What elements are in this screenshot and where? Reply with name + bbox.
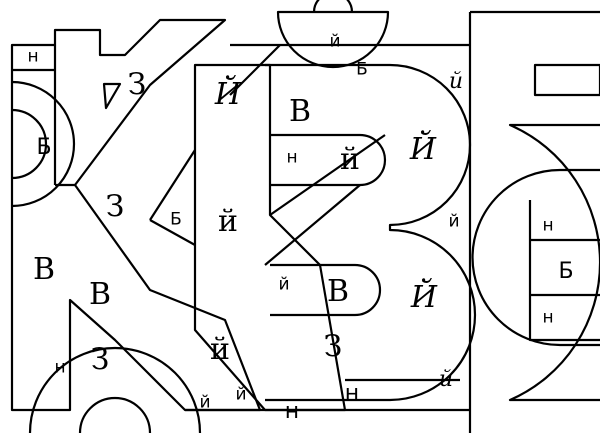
label-n: н <box>54 357 66 378</box>
bottom-left-arch-inner <box>78 396 152 433</box>
letter-v-outline <box>265 63 477 402</box>
label-n: н <box>344 381 360 406</box>
top-semicircle-hole <box>312 0 354 13</box>
label-y-script: й <box>438 367 454 392</box>
label-n: н <box>27 46 39 67</box>
label-y: й <box>448 211 460 232</box>
right-strip <box>528 200 600 342</box>
label-n: н <box>542 307 554 328</box>
small-triangle <box>102 82 122 110</box>
label-y: й <box>340 142 360 177</box>
label-y: й <box>235 384 247 405</box>
label-b: Б <box>36 135 52 160</box>
label-z: З <box>90 342 110 377</box>
label-v: В <box>32 252 56 287</box>
label-y: й <box>329 31 341 52</box>
label-v: В <box>326 274 350 309</box>
label-y-script: Й <box>214 77 242 112</box>
center-panel-outline <box>193 63 347 412</box>
label-z: З <box>105 189 125 224</box>
label-z: З <box>127 67 147 102</box>
center-diagonal-3 <box>269 134 386 216</box>
top-semicircle-shape <box>276 10 390 69</box>
left-semicircle-inner <box>11 108 48 180</box>
label-y: й <box>278 274 290 295</box>
label-y-script: Й <box>410 280 438 315</box>
lower-bump <box>270 263 382 317</box>
label-v: В <box>88 277 112 312</box>
right-b-bowl-inner <box>471 168 600 347</box>
label-y-script: Й <box>409 132 437 167</box>
label-z: З <box>323 329 343 364</box>
top-diagonal <box>229 44 281 96</box>
upper-bump <box>270 133 387 187</box>
label-b: Б <box>170 209 182 230</box>
bottom-left-arch-outer <box>28 346 202 433</box>
left-semicircle-outer <box>11 80 76 208</box>
label-y: й <box>218 204 238 239</box>
center-diagonal-2 <box>149 219 196 246</box>
right-b-bowl-outer <box>508 123 600 402</box>
label-v: В <box>288 94 312 129</box>
label-y: й <box>210 332 230 367</box>
label-n: н <box>284 399 300 424</box>
center-diagonal-1 <box>149 149 196 221</box>
label-y: й <box>199 392 211 413</box>
label-n: н <box>286 147 298 168</box>
inner-diagonal <box>264 184 361 266</box>
label-b: Б <box>558 259 574 284</box>
label-b: Б <box>356 59 368 80</box>
label-y-script: й <box>448 69 464 94</box>
label-n: н <box>542 215 554 236</box>
right-top-bar <box>533 63 600 97</box>
